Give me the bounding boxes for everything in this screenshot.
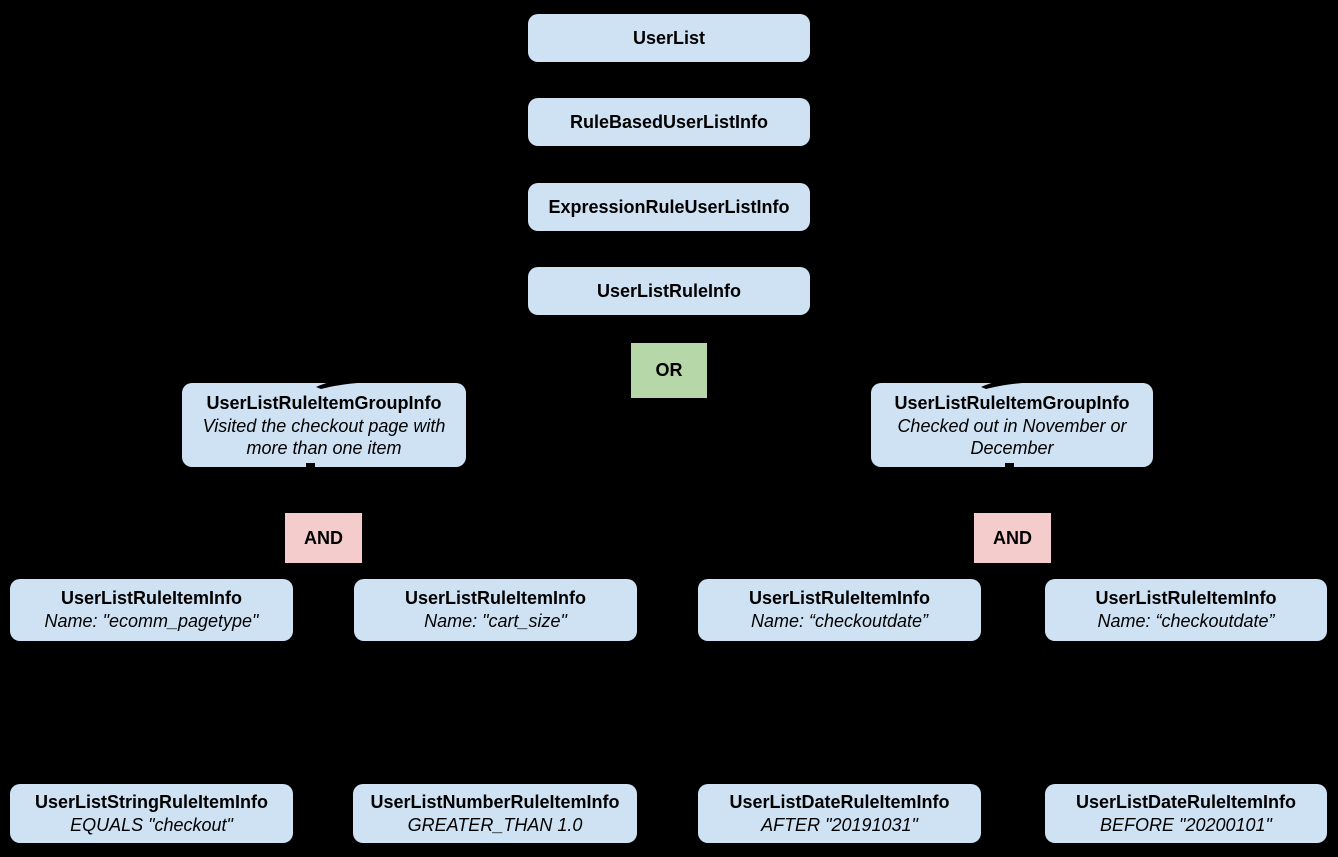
node-ruleitem-cart-size: UserListRuleItemInfo Name: "cart_size"	[354, 579, 637, 641]
node-ruleitemgroup-right: UserListRuleItemGroupInfo Checked out in…	[871, 375, 1153, 469]
node-rulebaseduserlistinfo: RuleBasedUserListInfo	[528, 98, 810, 146]
arrowhead-icon	[981, 375, 1057, 389]
node-subtitle: EQUALS "checkout"	[70, 814, 233, 835]
node-subtitle: Name: “checkoutdate”	[750, 611, 929, 631]
and-operator-box-right: AND	[974, 513, 1051, 563]
node-subtitle: AFTER "20191031"	[761, 814, 918, 835]
node-dateruleitem-before: UserListDateRuleItemInfo BEFORE "2020010…	[1045, 784, 1327, 843]
and-operator-box-left: AND	[285, 513, 362, 563]
node-title: UserListRuleItemGroupInfo	[206, 392, 442, 413]
node-description: Visited the checkout page with more than…	[202, 415, 446, 458]
node-ruleitemgroup-left: UserListRuleItemGroupInfo Visited the ch…	[182, 375, 466, 469]
node-subtitle: BEFORE "20200101"	[1100, 814, 1272, 835]
node-ruleitem-ecomm-pagetype: UserListRuleItemInfo Name: "ecomm_pagety…	[10, 579, 293, 641]
node-title: UserListDateRuleItemInfo	[1075, 791, 1297, 812]
node-dateruleitem-after: UserListDateRuleItemInfo AFTER "20191031…	[698, 784, 981, 843]
node-title: UserListRuleItemInfo	[60, 588, 243, 608]
node-title: UserListDateRuleItemInfo	[729, 791, 950, 812]
node-userlist: UserList	[528, 14, 810, 62]
or-label: OR	[655, 360, 683, 380]
node-subtitle: Name: “checkoutdate”	[1097, 611, 1275, 631]
arrowhead-icon	[316, 375, 392, 389]
node-title: UserListRuleItemInfo	[404, 588, 587, 608]
connector-stub	[306, 463, 315, 469]
node-title: RuleBasedUserListInfo	[569, 111, 769, 132]
node-subtitle: Name: "ecomm_pagetype"	[44, 611, 259, 631]
node-title: UserListRuleItemGroupInfo	[894, 392, 1130, 413]
node-numberruleitem: UserListNumberRuleItemInfo GREATER_THAN …	[353, 784, 637, 843]
node-title: UserListRuleItemInfo	[748, 588, 931, 608]
connector-stub	[1005, 463, 1014, 469]
or-operator-box: OR	[631, 343, 707, 398]
node-title: UserListRuleInfo	[596, 280, 742, 301]
node-title: UserListRuleItemInfo	[1095, 588, 1277, 608]
node-ruleitem-checkoutdate-2: UserListRuleItemInfo Name: “checkoutdate…	[1045, 579, 1327, 641]
node-title: UserList	[632, 27, 706, 48]
and-label: AND	[304, 527, 343, 548]
node-title: UserListNumberRuleItemInfo	[370, 791, 620, 812]
node-stringruleitem: UserListStringRuleItemInfo EQUALS "check…	[10, 784, 293, 843]
node-description: Checked out in November or December	[897, 415, 1127, 458]
node-title: ExpressionRuleUserListInfo	[548, 196, 790, 217]
node-title: UserListStringRuleItemInfo	[34, 791, 269, 812]
and-label: AND	[993, 527, 1032, 548]
node-subtitle: GREATER_THAN 1.0	[407, 814, 583, 835]
node-subtitle: Name: "cart_size"	[424, 611, 567, 631]
node-expressionruleuserlistinfo: ExpressionRuleUserListInfo	[528, 183, 810, 231]
node-userlistruleinfo: UserListRuleInfo	[528, 267, 810, 315]
node-ruleitem-checkoutdate-1: UserListRuleItemInfo Name: “checkoutdate…	[698, 579, 981, 641]
